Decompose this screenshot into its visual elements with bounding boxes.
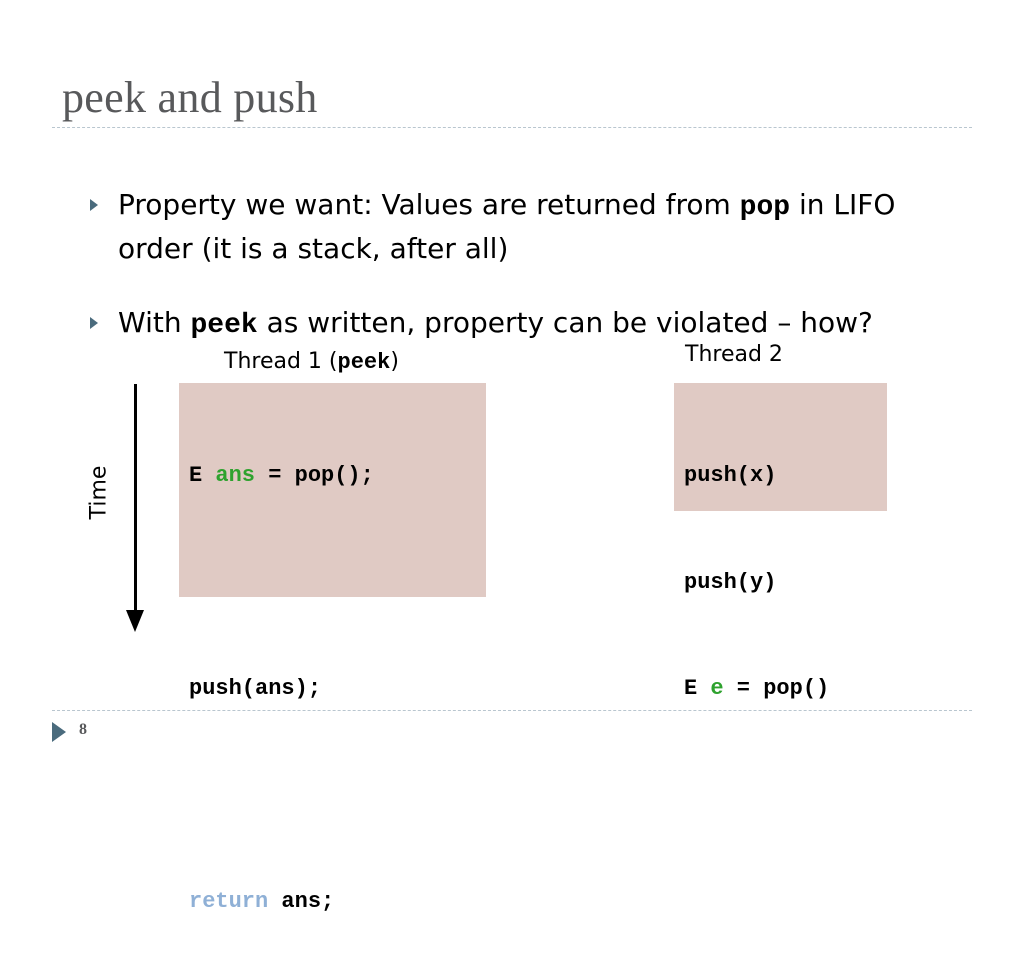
bullet-1-line-1: Property we want: Values are returned fr…: [118, 184, 895, 228]
page-number: 8: [79, 721, 87, 738]
slide-title: peek and push: [62, 73, 318, 122]
thread-1-code-box: E ans = pop(); push(ans); return ans;: [179, 383, 486, 914]
footer-triangle-icon: [52, 722, 66, 742]
bullet-arrow-icon: [90, 317, 98, 329]
bullet-1: Property we want: Values are returned fr…: [118, 184, 895, 269]
code-keyword: return: [189, 889, 269, 914]
code-text: = pop(): [723, 676, 830, 701]
arrow-down-icon: [126, 610, 144, 632]
time-axis-label: Time: [86, 465, 112, 520]
code-line: E e = pop(): [684, 671, 887, 707]
code-text: = pop();: [255, 463, 374, 488]
thread-1-label: Thread 1 (peek): [224, 349, 399, 375]
code-line: push(ans);: [189, 676, 322, 701]
footer-divider: [52, 710, 972, 711]
code-type: E: [684, 676, 711, 701]
code-variable: ans: [215, 463, 256, 488]
thread-1-label-text: Thread 1 (: [224, 349, 338, 374]
time-arrow-shaft: [134, 384, 137, 614]
code-text: ans;: [268, 889, 335, 914]
bullet-2-text: With: [118, 306, 191, 339]
bullet-1-code-pop: pop: [739, 192, 791, 223]
code-line: push(y): [684, 569, 777, 595]
code-line: E ans = pop();: [189, 458, 486, 494]
code-blank-line: [189, 778, 486, 814]
bullet-1-text-end: in LIFO: [790, 188, 896, 221]
code-line: return ans;: [189, 884, 486, 920]
bullet-2: With peek as written, property can be vi…: [118, 302, 873, 346]
bullet-2-text-end: as written, property can be violated – h…: [257, 306, 873, 339]
code-variable: e: [710, 676, 724, 701]
bullet-1-line-2: order (it is a stack, after all): [118, 232, 509, 265]
bullet-1-text: Property we want: Values are returned fr…: [118, 188, 740, 221]
bullet-arrow-icon: [90, 199, 98, 211]
title-divider: [52, 127, 972, 128]
code-type: E: [189, 463, 216, 488]
bullet-2-code-peek: peek: [190, 310, 258, 341]
thread-2-label: Thread 2: [685, 342, 783, 367]
thread-1-label-code: peek: [337, 350, 391, 375]
thread-1-label-close: ): [390, 349, 399, 374]
code-blank-line: [189, 565, 486, 601]
thread-2-code-box: push(x) push(y) E e = pop(): [674, 383, 887, 701]
code-line: push(x): [684, 463, 777, 488]
